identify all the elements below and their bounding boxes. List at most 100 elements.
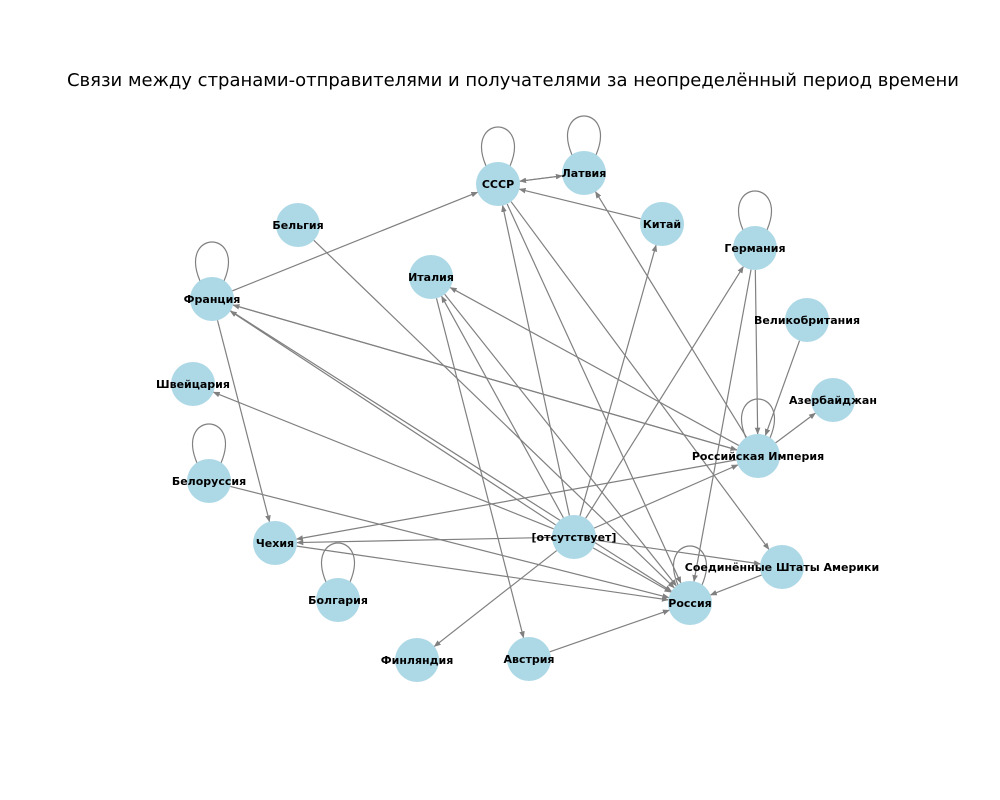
node-czechia: Чехия [253, 521, 297, 565]
edge-germany-to-germany [737, 190, 773, 231]
node-russian_empire: Российская Империя [692, 434, 824, 478]
node-label-belorussia: Белоруссия [172, 475, 246, 488]
edge-ussr-to-ussr [480, 126, 516, 167]
edge-absent-to-france [229, 310, 556, 526]
edge-belorussia-to-belorussia [191, 423, 227, 464]
edge-france-to-czechia [216, 320, 271, 523]
edge-absent-to-italy [441, 295, 564, 519]
node-label-uk: Великобритания [754, 314, 860, 327]
edge-russian_empire-to-italy [449, 287, 739, 446]
node-circle-belgium [276, 203, 320, 247]
edge-absent-to-russian_empire [593, 464, 739, 529]
node-circle-bulgaria [316, 578, 360, 622]
node-china: Китай [640, 202, 684, 246]
node-label-france: Франция [184, 293, 241, 306]
node-circle-uk [785, 298, 829, 342]
node-label-azerbaijan: Азербайджан [789, 394, 877, 407]
node-france: Франция [184, 277, 241, 321]
edge-absent-to-germany [585, 266, 744, 519]
node-finland: Финляндия [381, 638, 454, 682]
node-circle-finland [395, 638, 439, 682]
node-belgium: Бельгия [272, 203, 324, 247]
node-label-switzerland: Швейцария [156, 378, 230, 391]
node-absent: [отсутствует] [532, 515, 617, 559]
edge-italy-to-russia [444, 293, 677, 587]
node-circle-usa [760, 545, 804, 589]
edge-absent-to-ussr [501, 204, 570, 516]
node-bulgaria: Болгария [308, 578, 368, 622]
edge-usa-to-russia [709, 574, 762, 596]
node-circle-ussr [476, 162, 520, 206]
node-circle-azerbaijan [811, 378, 855, 422]
node-italy: Италия [408, 255, 454, 299]
edge-austria-to-russia [549, 609, 670, 653]
node-label-russia: Россия [668, 597, 711, 610]
node-circle-china [640, 202, 684, 246]
edge-france-to-france [194, 241, 230, 282]
edge-absent-to-czechia [296, 536, 553, 546]
node-circle-italy [409, 255, 453, 299]
edge-belgium-to-russia [313, 239, 675, 589]
edge-russian_empire-to-latvia [595, 191, 747, 438]
edge-uk-to-russian_empire [764, 340, 801, 436]
edges-layer [191, 115, 816, 653]
node-circle-switzerland [171, 362, 215, 406]
edge-ussr-to-usa [510, 201, 770, 550]
node-label-russian_empire: Российская Империя [692, 450, 824, 463]
node-label-austria: Австрия [503, 653, 554, 666]
edge-absent-to-russia [592, 547, 672, 593]
node-label-czechia: Чехия [256, 537, 294, 550]
edge-russian_empire-to-azerbaijan [775, 412, 816, 444]
edge-belorussia-to-russia [230, 485, 670, 599]
node-circle-austria [507, 637, 551, 681]
edge-russian_empire-to-france [232, 304, 738, 451]
edge-china-to-ussr [518, 187, 641, 220]
node-label-absent: [отсутствует] [532, 531, 617, 544]
edge-absent-to-finland [433, 550, 558, 647]
node-circle-belorussia [187, 459, 231, 503]
node-label-belgium: Бельгия [272, 219, 323, 232]
node-usa: Соединённые Штаты Америки [685, 545, 879, 589]
node-circle-absent [552, 515, 596, 559]
node-circle-germany [733, 226, 777, 270]
node-label-ussr: СССР [482, 178, 514, 191]
edge-absent-to-usa [595, 539, 761, 566]
edge-absent-to-switzerland [212, 391, 554, 530]
node-germany: Германия [724, 226, 786, 270]
node-circle-czechia [253, 521, 297, 565]
node-label-italy: Италия [408, 271, 454, 284]
edge-germany-to-russian_empire [754, 269, 761, 435]
diagram-title: Связи между странами-отправителями и пол… [66, 70, 960, 91]
node-circle-france [190, 277, 234, 321]
node-circle-latvia [562, 151, 606, 195]
edge-latvia-to-ussr [519, 175, 563, 184]
node-uk: Великобритания [754, 298, 860, 342]
edge-absent-to-china [579, 244, 658, 516]
node-latvia: Латвия [562, 151, 607, 195]
edge-germany-to-russia [692, 269, 752, 583]
node-belorussia: Белоруссия [172, 459, 246, 503]
node-azerbaijan: Азербайджан [789, 378, 877, 422]
node-label-china: Китай [643, 218, 681, 231]
node-label-finland: Финляндия [381, 654, 454, 667]
edge-latvia-to-latvia [566, 115, 602, 156]
edge-russian_empire-to-russian_empire [740, 398, 776, 439]
node-circle-russian_empire [736, 434, 780, 478]
node-russia: Россия [668, 581, 712, 625]
node-circle-russia [668, 581, 712, 625]
edge-italy-to-austria [435, 298, 525, 639]
node-label-latvia: Латвия [562, 167, 607, 180]
edge-france-to-russia [230, 310, 673, 592]
node-austria: Австрия [503, 637, 555, 681]
node-label-germany: Германия [724, 242, 785, 255]
node-label-usa: Соединённые Штаты Америки [685, 561, 879, 574]
edge-bulgaria-to-bulgaria [320, 542, 356, 583]
edge-ussr-to-russia [506, 203, 682, 584]
edge-czechia-to-russia [296, 545, 669, 602]
node-switzerland: Швейцария [156, 362, 230, 406]
node-label-bulgaria: Болгария [308, 594, 368, 607]
edge-france-to-ussr [232, 191, 479, 292]
node-ussr: СССР [476, 162, 520, 206]
